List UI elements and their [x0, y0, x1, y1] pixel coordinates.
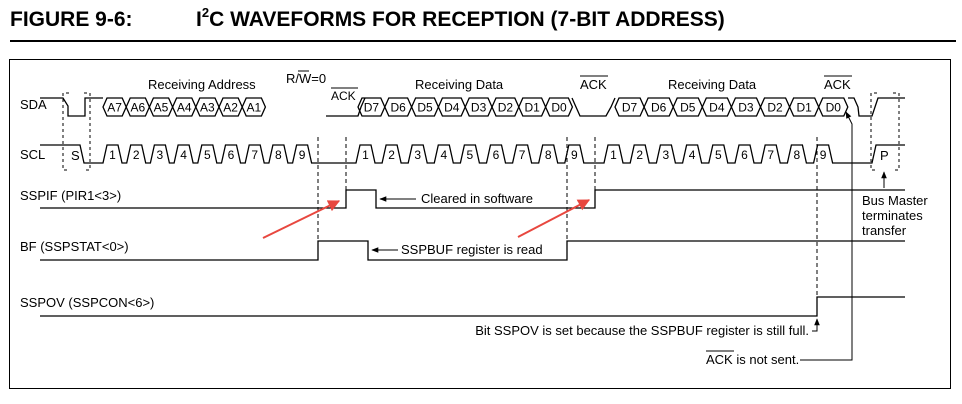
ack-not-sent-note: ACK is not sent.	[706, 352, 799, 367]
scl-pulse-2-2: 2	[388, 148, 395, 162]
scl-pulse-1-2: 2	[133, 148, 140, 162]
title-prefix: I	[196, 8, 202, 31]
scl-pulse-1-4: 4	[180, 148, 187, 162]
scl-pulse-3-6: 6	[741, 148, 748, 162]
scl-pulse-2-6: 6	[493, 148, 500, 162]
sspov-waveform	[40, 296, 905, 317]
sda-data2-bit-d7: D7	[622, 101, 638, 115]
figure-frame	[9, 59, 951, 389]
ack-label-1: ACK	[331, 89, 356, 103]
sspif-label: SSPIF (PIR1<3>)	[20, 188, 121, 203]
figure-title: FIGURE 9-6: I2C WAVEFORMS FOR RECEPTION …	[0, 0, 962, 44]
stop-condition-label: P	[880, 148, 889, 163]
sda-data1-bit-d6: D6	[391, 101, 407, 115]
sda-address-cell-7	[241, 97, 267, 117]
sda-address-bit-a2: A2	[223, 101, 238, 115]
ack-not-sent-rest: is not sent.	[733, 352, 799, 367]
sda-data2-bit-d5: D5	[680, 101, 696, 115]
scl-pulse-1-1: 1	[109, 148, 116, 162]
cleared-in-software-note: Cleared in software	[421, 191, 533, 206]
sda-address-bit-a1: A1	[246, 101, 261, 115]
figure-caption: I2C WAVEFORMS FOR RECEPTION (7-BIT ADDRE…	[196, 5, 725, 32]
sda-data1-bit-d4: D4	[444, 101, 460, 115]
sda-address-bit-a6: A6	[130, 101, 145, 115]
title-superscript: 2	[201, 5, 210, 20]
bf-label: BF (SSPSTAT<0>)	[20, 239, 129, 254]
sda-data2-bit-d3: D3	[738, 101, 754, 115]
scl-pulse-3-2: 2	[636, 148, 643, 162]
sda-data1-bit-d5: D5	[417, 101, 433, 115]
sda-data2-bit-d0: D0	[826, 101, 842, 115]
bus-master-line-2: terminates	[862, 208, 923, 223]
highlight-arrow-1	[262, 200, 341, 239]
scl-pulse-numbers: 1 2 3 4 5 6 7 8 9 1 2 3 4 5 6 7 8 9 1 2 3 4 5 6 7 8 9	[109, 148, 827, 162]
title-rest: C WAVEFORMS FOR RECEPTION (7-BIT ADDRESS…	[209, 8, 725, 31]
sda-data1-bit-d7: D7	[364, 101, 380, 115]
bus-master-line-3: transfer	[862, 223, 907, 238]
ack-label-2: ACK	[580, 77, 607, 92]
scl-pulse-3-9: 9	[820, 148, 827, 162]
scl-label: SCL	[20, 147, 45, 162]
figure-number: FIGURE 9-6:	[10, 8, 133, 31]
ack-label-3: ACK	[824, 77, 851, 92]
ack-not-sent-arrow	[800, 111, 853, 361]
sda-data2-bit-d1: D1	[796, 101, 812, 115]
sspov-set-arrow	[812, 318, 820, 332]
receiving-address-label: Receiving Address	[148, 77, 256, 92]
sda-data2-bit-d4: D4	[709, 101, 725, 115]
sspov-label: SSPOV (SSPCON<6>)	[20, 295, 154, 310]
sda-data1-bit-d0: D0	[551, 101, 567, 115]
scl-pulse-3-5: 5	[715, 148, 722, 162]
sda-data2-bit-d6: D6	[651, 101, 667, 115]
scl-pulse-3-3: 3	[663, 148, 670, 162]
sda-data-bits-2: D7 D6 D5 D4 D3 D2 D1 D0	[614, 97, 849, 117]
scl-pulse-2-5: 5	[467, 148, 474, 162]
scl-pulse-3-8: 8	[794, 148, 801, 162]
sda-data-bits-1: D7 D6 D5 D4 D3 D2 D1 D0	[357, 97, 574, 117]
scl-pulse-3-7: 7	[767, 148, 774, 162]
scl-pulse-1-9: 9	[299, 148, 306, 162]
scl-pulse-1-5: 5	[204, 148, 211, 162]
sda-address-bit-a3: A3	[200, 101, 215, 115]
sda-data1-bit-d3: D3	[471, 101, 487, 115]
scl-waveform	[40, 144, 905, 164]
sspov-set-note: Bit SSPOV is set because the SSPBUF regi…	[475, 323, 809, 338]
scl-pulse-2-8: 8	[545, 148, 552, 162]
sda-address-bit-a4: A4	[177, 101, 192, 115]
receiving-data-label-1: Receiving Data	[415, 77, 504, 92]
start-bracket	[62, 92, 91, 171]
start-condition-label: S	[71, 148, 80, 163]
receiving-data-label-2: Receiving Data	[668, 77, 757, 92]
sda-data1-cell-8	[544, 97, 574, 117]
sda-address-bit-a7: A7	[107, 101, 122, 115]
sda-data2-cell-8	[817, 97, 849, 117]
scl-pulse-2-4: 4	[440, 148, 447, 162]
ack-not-sent-ack: ACK	[706, 352, 733, 367]
sda-data1-bit-d1: D1	[525, 101, 541, 115]
sda-address-bit-a5: A5	[154, 101, 169, 115]
sspbuf-read-note: SSPBUF register is read	[401, 242, 543, 257]
sda-data1-bit-d2: D2	[498, 101, 514, 115]
sda-label: SDA	[20, 97, 47, 112]
rw-label: R/W=0	[286, 71, 326, 86]
bus-master-note: Bus Master terminates transfer	[862, 193, 931, 238]
scl-pulse-1-7: 7	[251, 148, 258, 162]
scl-pulse-2-7: 7	[519, 148, 526, 162]
scl-pulse-3-1: 1	[610, 148, 617, 162]
scl-pulse-3-4: 4	[689, 148, 696, 162]
scl-pulse-2-1: 1	[362, 148, 369, 162]
sda-address-bits: A7 A6 A5 A4 A3 A2 A1	[102, 97, 267, 117]
scl-pulse-1-8: 8	[275, 148, 282, 162]
title-underline	[10, 40, 956, 42]
scl-pulse-1-3: 3	[157, 148, 164, 162]
scl-pulse-2-9: 9	[571, 148, 578, 162]
scl-pulse-1-6: 6	[228, 148, 235, 162]
stop-bracket	[870, 92, 900, 171]
bus-master-line-1: Bus Master	[862, 193, 928, 208]
timing-guides	[317, 137, 818, 316]
sda-data2-bit-d2: D2	[767, 101, 783, 115]
highlight-arrow-2	[517, 199, 591, 238]
scl-pulse-2-3: 3	[414, 148, 421, 162]
